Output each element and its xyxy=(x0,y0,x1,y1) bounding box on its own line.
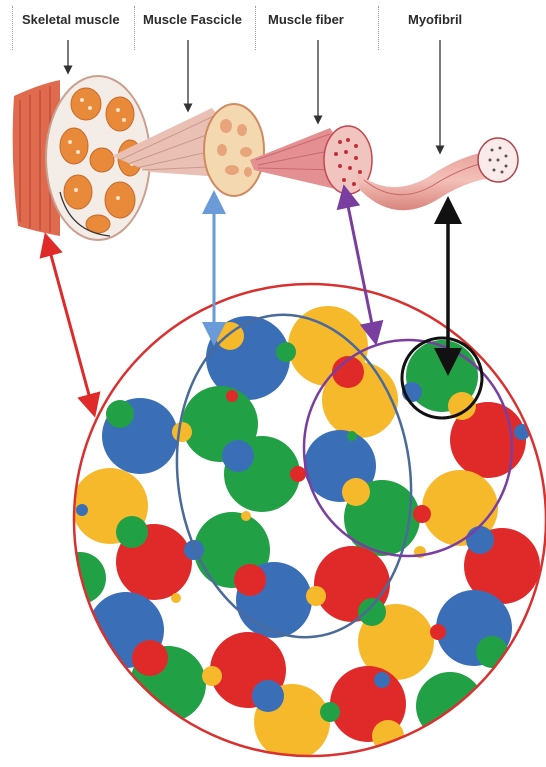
skeletal-muscle-arrow xyxy=(48,244,92,406)
myofibril-illustration xyxy=(356,138,518,210)
tissue-cross-section xyxy=(54,306,540,760)
muscle-fiber-illustration xyxy=(250,126,372,194)
